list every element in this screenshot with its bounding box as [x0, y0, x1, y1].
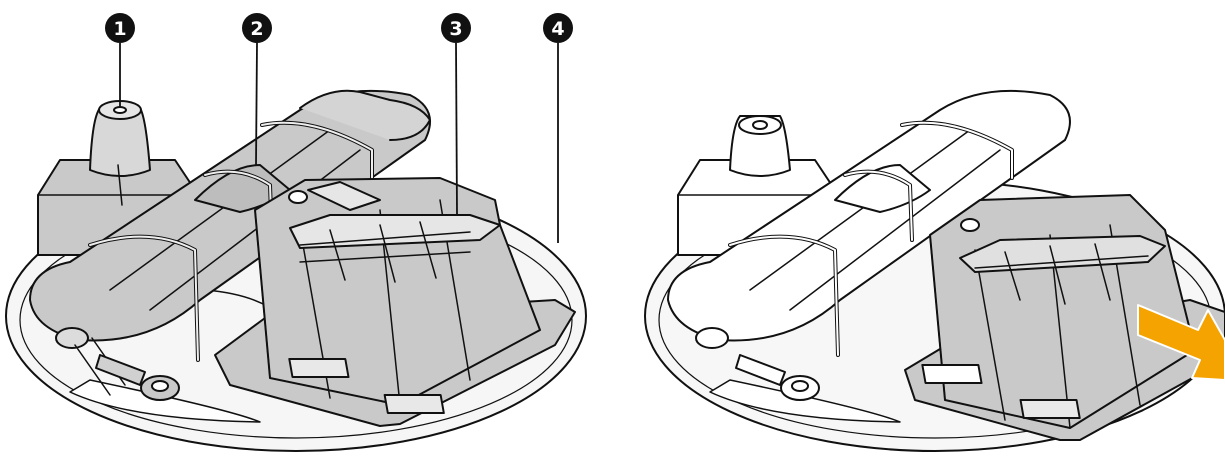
callout-3-label: 3 — [449, 18, 462, 40]
left-panel-assembly — [5, 89, 587, 452]
jack-holder-left — [214, 177, 576, 427]
wrench-left — [95, 354, 180, 401]
jack-holder-right — [904, 194, 1225, 441]
callout-2: 2 — [242, 13, 272, 43]
removal-arrow — [1137, 304, 1225, 381]
callout-1: 1 — [105, 13, 135, 43]
right-panel-assembly — [644, 89, 1225, 452]
callout-3: 3 — [441, 13, 471, 43]
wrench-right — [735, 354, 820, 401]
callout-4: 4 — [543, 13, 573, 43]
car-jack-left — [29, 89, 431, 396]
callout-4-label: 4 — [551, 18, 564, 40]
callout-2-label: 2 — [250, 18, 263, 40]
callout-1-label: 1 — [113, 18, 126, 40]
leader-lines — [119, 42, 559, 243]
car-jack-right — [667, 89, 1071, 357]
